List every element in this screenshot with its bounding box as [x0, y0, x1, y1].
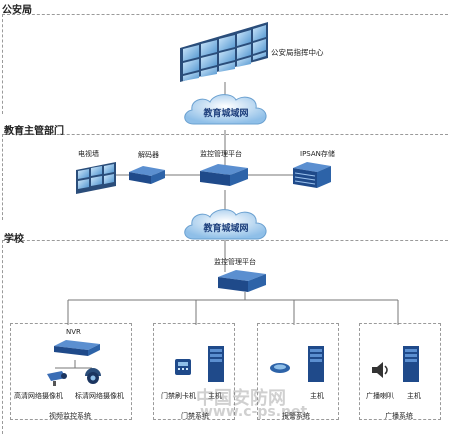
watermark-line2: www.c-ps.net [200, 404, 308, 420]
broadcast-host-icon [403, 346, 419, 382]
tv-wall-label: 电视墙 [78, 150, 99, 158]
alarm-host-icon [308, 346, 324, 382]
ipsan-storage-label: IPSAN存储 [300, 150, 335, 158]
access-control-title: 门禁系统 [181, 412, 209, 420]
metro-network-cloud-2-label: 教育城域网 [202, 222, 248, 234]
sd-camera-icon [85, 368, 101, 384]
command-center-video-wall [180, 22, 268, 82]
speaker-label: 广播喇叭 [366, 392, 394, 400]
broadcast-system-box [359, 323, 441, 420]
police-section-box [2, 14, 448, 114]
video-surveillance-box [10, 323, 132, 420]
metro-network-cloud-1: 教育城域网 [184, 94, 267, 125]
card-reader-icon [175, 359, 191, 375]
metro-network-cloud-2: 教育城域网 [184, 209, 267, 240]
decoder-label: 解码器 [138, 151, 159, 159]
school-mgmt-platform-icon [218, 270, 266, 292]
edu-mgmt-platform-label: 监控管理平台 [200, 150, 242, 158]
section-label-education: 教育主管部门 [4, 126, 64, 137]
alarm-system-box [257, 323, 339, 420]
metro-network-cloud-1-label: 教育城域网 [202, 107, 248, 119]
alarm-device-icon [270, 363, 290, 373]
decoder-icon [129, 166, 165, 184]
section-label-police: 公安局 [2, 5, 32, 16]
edu-mgmt-platform-icon [200, 164, 248, 186]
school-mgmt-platform-label: 监控管理平台 [214, 258, 256, 266]
watermark-line1: 中国安防网 [196, 388, 286, 409]
sd-camera-label: 标清网络摄像机 [75, 392, 124, 400]
command-center-label: 公安局指挥中心 [271, 48, 324, 57]
broadcast-system-title: 广播系统 [385, 412, 413, 420]
speaker-icon [372, 362, 388, 378]
video-surveillance-title: 视频监控系统 [49, 412, 91, 420]
nvr-label: NVR [66, 328, 81, 336]
ipsan-storage-icon [293, 162, 331, 188]
section-label-school: 学校 [4, 234, 24, 245]
card-reader-label: 门禁刷卡机 [161, 392, 196, 400]
alarm-host-label: 主机 [310, 392, 324, 400]
tv-wall-icon [76, 162, 116, 194]
access-host-label: 主机 [208, 392, 222, 400]
access-control-box [153, 323, 235, 420]
broadcast-host-label: 主机 [407, 392, 421, 400]
hd-camera-label: 高清网络摄像机 [14, 392, 63, 400]
alarm-system-title: 报警系统 [282, 412, 310, 420]
access-host-icon [208, 346, 224, 382]
nvr-icon [54, 340, 100, 356]
hd-camera-icon [47, 371, 67, 386]
